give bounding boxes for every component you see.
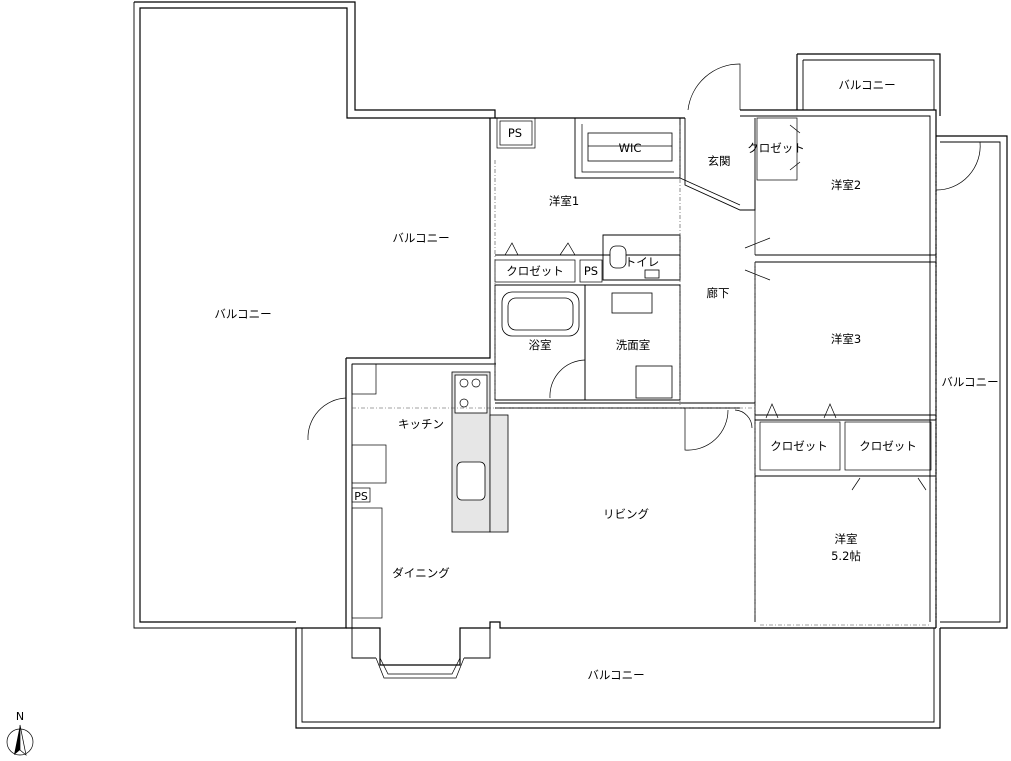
wic-label: WIC xyxy=(619,141,642,155)
balcony-right-label: バルコニー xyxy=(941,375,998,389)
balcony-middle-label: バルコニー xyxy=(392,231,449,245)
top-right-balcony-wall xyxy=(796,53,941,116)
senmen-label: 洗面室 xyxy=(616,338,651,352)
genkan-label: 玄関 xyxy=(708,154,731,168)
closet-b-label: クロゼット xyxy=(859,439,917,453)
interior-outline xyxy=(296,109,937,666)
yoshitsu2-label: 洋室2 xyxy=(831,178,861,192)
living-label: リビング xyxy=(603,507,649,521)
ps-mid-label: PS xyxy=(584,264,598,278)
room-labels: バルコニー PS WIC 玄関 クロゼット 洋室1 洋室2 バルコニー バルコニ… xyxy=(214,78,998,682)
balcony-bottom-label: バルコニー xyxy=(587,668,644,682)
roka-label: 廊下 xyxy=(707,286,730,300)
yoshitsu3-label: 洋室3 xyxy=(831,332,861,346)
toilet-label: トイレ xyxy=(625,255,660,269)
ps-top-label: PS xyxy=(508,126,522,140)
bath-label: 浴室 xyxy=(529,338,552,352)
bay-window xyxy=(375,657,465,679)
closet-a-label: クロゼット xyxy=(770,439,828,453)
big-balcony-wall xyxy=(133,1,496,629)
balcony-big-label: バルコニー xyxy=(214,307,271,321)
ps-kitchen-label: PS xyxy=(354,490,368,503)
north-arrow-icon: N xyxy=(6,710,34,756)
closet-left-label: クロゼット xyxy=(506,264,564,278)
yoshitsu-bottom-size: 5.2帖 xyxy=(831,549,861,563)
yoshitsu-bottom-label: 洋室 xyxy=(835,532,858,546)
yoshitsu1-label: 洋室1 xyxy=(549,194,579,208)
partitions xyxy=(307,63,981,622)
kitchen-label: キッチン xyxy=(398,417,444,431)
closet-top-label: クロゼット xyxy=(747,141,805,155)
right-balcony-wall xyxy=(936,135,1008,629)
balcony-top-right-label: バルコニー xyxy=(838,78,895,92)
dining-label: ダイニング xyxy=(392,566,450,580)
center-lines xyxy=(352,125,937,626)
north-label: N xyxy=(16,710,24,723)
bottom-balcony-wall xyxy=(295,628,941,729)
